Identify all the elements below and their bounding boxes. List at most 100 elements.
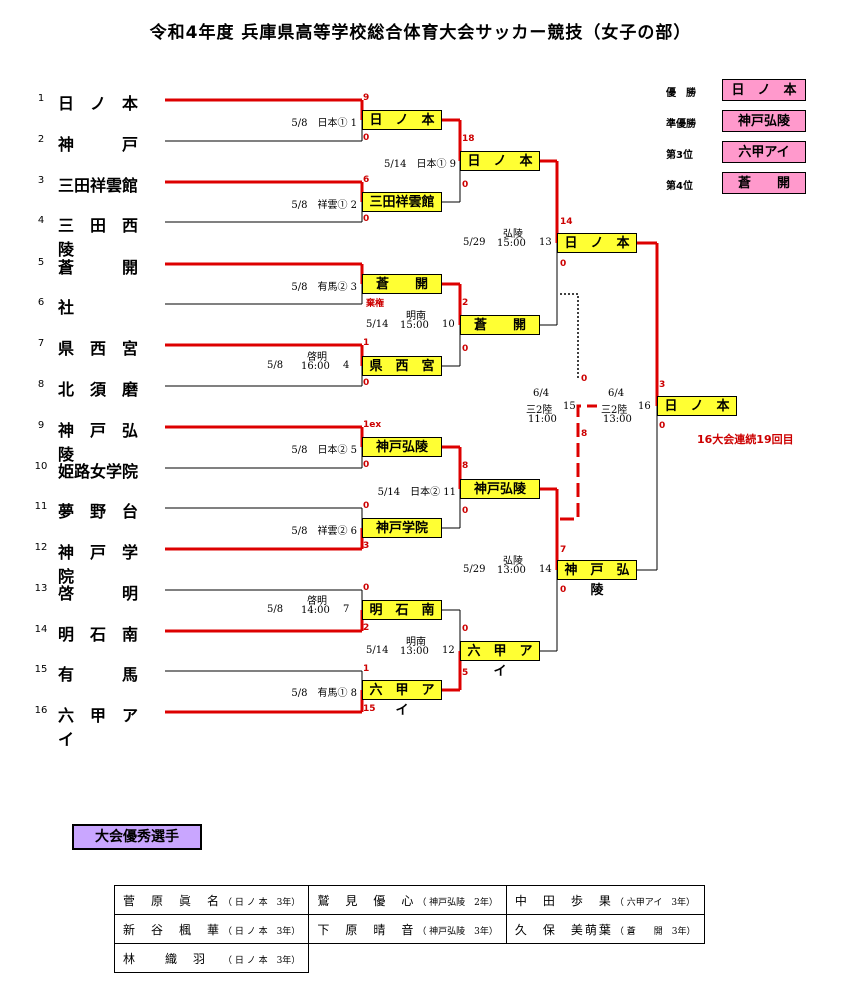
match-winner-box: 蒼 開: [362, 274, 442, 294]
match-number: 4: [343, 360, 350, 371]
score-bottom: 0: [462, 344, 469, 354]
player-cell: 久 保 美萌葉（ 蒼 開 3年）: [505, 914, 705, 944]
team-name: 姫路女学院: [58, 462, 139, 481]
player-name: 久 保 美萌葉: [514, 922, 613, 937]
table-row: 新 谷 楓 華（ 日 ノ 本 3年） 下 原 晴 音（ 神戸弘陵 3年） 久 保…: [113, 914, 705, 944]
score-top: 1: [363, 338, 370, 348]
player-cell: 菅 原 眞 名（ 日 ノ 本 3年）: [113, 885, 310, 915]
score-top: 8: [462, 461, 469, 471]
team-number: 2: [37, 134, 45, 145]
match-winner-box: 三田祥雲館: [362, 192, 442, 212]
score-bottom: 0: [560, 259, 567, 269]
score-top: 1ex: [363, 420, 382, 430]
rank-team: 神戸弘陵: [722, 110, 806, 132]
team-name: 有 馬: [58, 665, 139, 684]
team-name: 啓 明: [58, 584, 139, 603]
team-number: 4: [37, 215, 45, 226]
team-name: 夢 野 台: [58, 502, 139, 521]
rank-team: 六甲アイ: [722, 141, 806, 163]
rank-label: 優 勝: [666, 88, 696, 99]
match-info: 5/14 日本② 11: [377, 487, 456, 498]
player-school: （ 日 ノ 本 3年）: [223, 955, 301, 966]
team-number: 15: [34, 664, 48, 675]
team-number: 7: [37, 338, 45, 349]
player-school: （ 蒼 開 3年）: [614, 926, 696, 937]
match-time: 13:00: [603, 414, 632, 425]
score-bottom: 8: [581, 429, 588, 439]
score-top: 6: [363, 175, 370, 185]
match-info: 5/8 有馬② 3: [291, 282, 357, 293]
match-winner-box: 神戸弘陵: [460, 479, 540, 499]
score-top: 14: [560, 217, 573, 227]
empty-cell: [309, 944, 507, 973]
team-name: 三田祥雲館: [58, 176, 139, 195]
team-name: 社: [58, 298, 75, 317]
score-bottom: 0: [560, 585, 567, 595]
score-top: 18: [462, 134, 475, 144]
score-top: 2: [462, 298, 469, 308]
team-name: 蒼 開: [58, 258, 139, 277]
match-date: 5/29: [463, 564, 486, 575]
match-venue: 明南: [406, 637, 426, 648]
score-top: 0: [581, 374, 588, 384]
score-bottom: 0: [462, 180, 469, 190]
team-name: 北 須 磨: [58, 380, 139, 399]
match-info: 5/14 日本① 9: [384, 159, 456, 170]
match-number: 12: [442, 645, 455, 656]
match-date: 5/8: [267, 360, 284, 371]
match-winner-box: 神 戸 弘 陵: [557, 560, 643, 598]
player-name: 中 田 歩 果: [514, 893, 613, 908]
player-name: 新 谷 楓 華: [123, 922, 222, 937]
match-winner-box: 県 西 宮: [362, 356, 442, 376]
team-number: 5: [37, 257, 45, 268]
score-top: 1: [363, 664, 370, 674]
table-row: 林 織 羽 （ 日 ノ 本 3年）: [113, 943, 705, 973]
match-time: 15:00: [497, 238, 526, 249]
team-number: 9: [37, 420, 45, 431]
score-top: 9: [363, 93, 370, 103]
match-date: 5/29: [463, 237, 486, 248]
match-winner-box: 神戸弘陵: [362, 437, 442, 457]
match-number: 16: [638, 401, 651, 412]
team-number: 3: [37, 175, 45, 186]
match-venue: 弘陵: [503, 229, 523, 240]
champion-box: 日 ノ 本: [657, 396, 737, 416]
match-time: 13:00: [400, 646, 429, 657]
match-date: 5/14: [366, 319, 389, 330]
awards-title: 大会優秀選手: [72, 824, 202, 850]
match-time: 15:00: [400, 320, 429, 331]
player-name: 林 織 羽: [123, 951, 208, 966]
match-number: 7: [343, 604, 350, 615]
team-number: 13: [34, 583, 48, 594]
rank-team: 蒼 開: [722, 172, 806, 194]
score-bottom: 0: [363, 133, 370, 143]
match-venue: 明南: [406, 311, 426, 322]
score-bottom: 3: [363, 541, 370, 551]
player-name: 鷲 見 優 心: [317, 893, 416, 908]
empty-cell: [506, 944, 704, 973]
match-info: 5/8 日本① 1: [291, 118, 357, 129]
match-number: 13: [539, 237, 552, 248]
player-school: （ 神戸弘陵 3年）: [417, 926, 498, 937]
match-date: 5/8: [267, 604, 284, 615]
match-winner-box: 六 甲 ア イ: [362, 680, 448, 718]
player-cell: 新 谷 楓 華（ 日 ノ 本 3年）: [113, 914, 310, 944]
team-name: 神 戸 学 院: [58, 543, 155, 586]
score-bottom: 5: [462, 668, 469, 678]
team-number: 1: [37, 93, 45, 104]
score-top: 0: [462, 624, 469, 634]
team-name: 県 西 宮: [58, 339, 139, 358]
match-venue: 啓明: [307, 596, 327, 607]
score-bottom: 0: [363, 378, 370, 388]
score-bottom: 0: [462, 506, 469, 516]
players-table: 菅 原 眞 名（ 日 ノ 本 3年） 鷲 見 優 心（ 神戸弘陵 2年） 中 田…: [113, 885, 705, 973]
match-number: 10: [442, 319, 455, 330]
player-name: 下 原 晴 音: [317, 922, 416, 937]
match-number: 15: [563, 401, 576, 412]
rank-label: 第3位: [666, 150, 693, 161]
match-info: 5/8 祥雲① 2: [291, 200, 357, 211]
rank-team: 日 ノ 本: [722, 79, 806, 101]
team-name: 明 石 南: [58, 625, 139, 644]
match-date: 5/14: [366, 645, 389, 656]
team-number: 12: [34, 542, 48, 553]
